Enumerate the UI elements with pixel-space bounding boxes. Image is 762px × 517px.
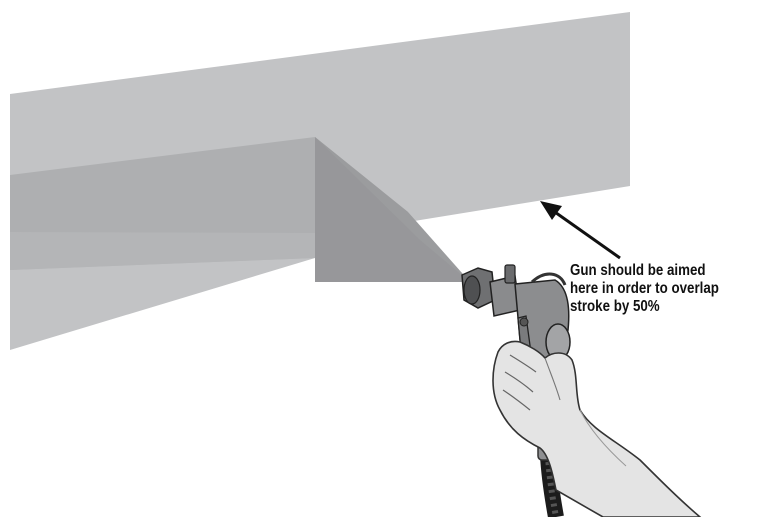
- aim-arrow: [540, 201, 621, 260]
- hand: [492, 340, 702, 517]
- aim-callout-text: Gun should be aimed here in order to ove…: [570, 262, 733, 316]
- callout-line-1: Gun should be aimed: [570, 262, 706, 279]
- callout-line-2: here in order to overlap: [570, 280, 719, 297]
- spray-fan-shadow: [315, 137, 470, 282]
- spray-fan: [315, 137, 470, 282]
- lower-band: [10, 232, 315, 270]
- callout-line-3: stroke by 50%: [570, 298, 660, 315]
